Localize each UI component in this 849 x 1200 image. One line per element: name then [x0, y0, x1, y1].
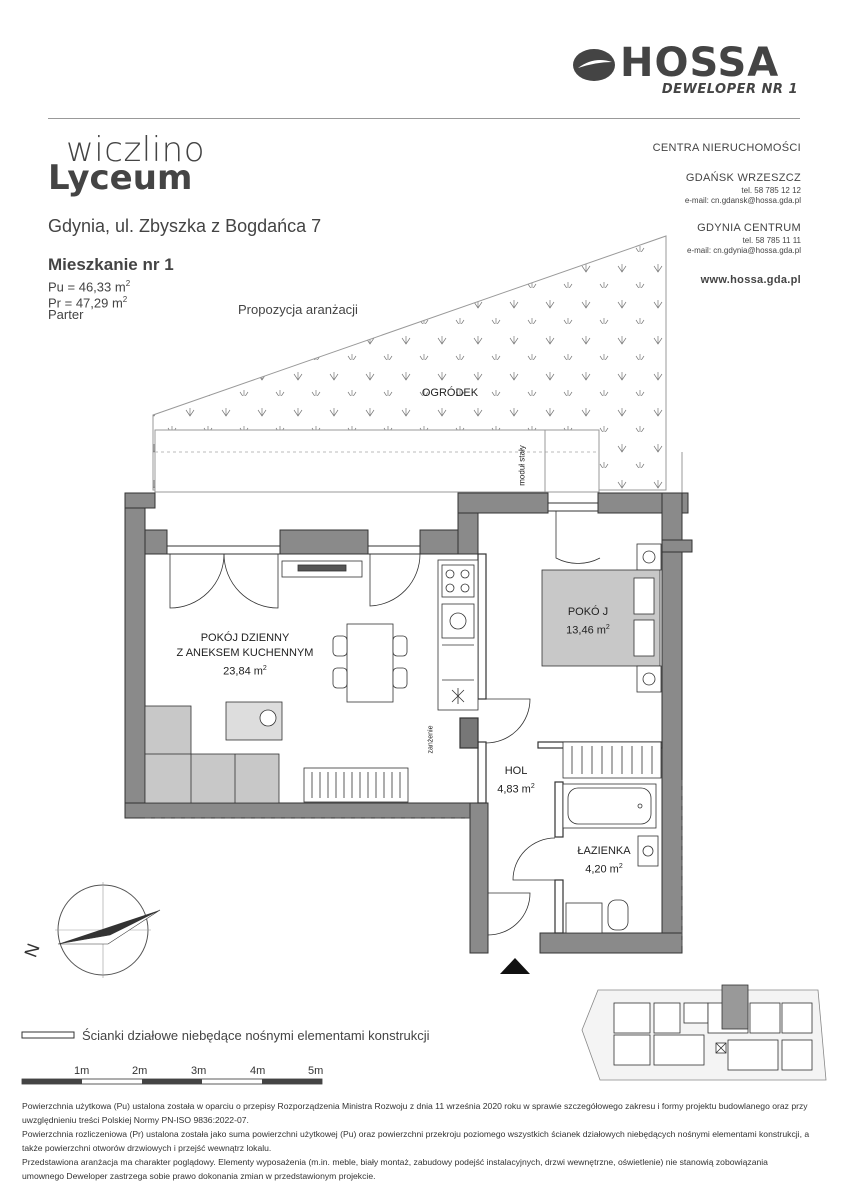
scale-4m: 4m	[250, 1065, 266, 1077]
sofa	[144, 701, 283, 804]
footer-note-1: Powierzchnia użytkowa (Pu) ustalona zost…	[22, 1101, 808, 1125]
kitchen-units	[281, 559, 479, 711]
bedroom-name: POKÓ J	[567, 606, 609, 618]
bathroom-name: ŁAZIENKA	[577, 845, 631, 857]
logo-wordmark: HOSSA	[620, 40, 780, 86]
apartment-pu: Pu = 46,33 m2	[48, 275, 130, 295]
pr-superscript: 2	[122, 295, 128, 304]
scale-5m: 5m	[308, 1065, 324, 1077]
website-link[interactable]: www.hossa.gda.pl	[700, 274, 801, 286]
bedroom-area-text: 13,46 m	[566, 624, 606, 637]
scale-1m: 1m	[74, 1065, 90, 1077]
office2-email[interactable]: e-mail: cn.gdynia@hossa.gda.pl	[687, 246, 801, 255]
office2-name: GDYNIA CENTRUM	[697, 222, 801, 234]
arrangement-proposal: Propozycja aranżacji	[238, 302, 358, 317]
bathroom-label: ŁAZIENKA 4,20 m2	[564, 844, 644, 878]
doors	[169, 511, 601, 936]
garden-label: OGRÓDEK	[421, 387, 479, 399]
office2-tel: tel. 58 785 11 11	[742, 236, 801, 245]
living-room-label: POKÓJ DZIENNY Z ANEKSEM KUCHENNYM 23,84 …	[150, 631, 340, 680]
bedroom-label: POKÓ J 13,46 m2	[548, 605, 628, 639]
office1-name: GDAŃSK WRZESZCZ	[685, 172, 801, 184]
office1-email[interactable]: e-mail: cn.gdansk@hossa.gda.pl	[684, 196, 801, 205]
living-room-area-text: 23,84 m	[223, 665, 263, 678]
hall-area-text: 4,83 m	[497, 783, 531, 796]
contact-header: CENTRA NIERUCHOMOŚCI	[652, 142, 801, 154]
brand-lyceum: Lyceum	[48, 158, 193, 198]
key-plan	[581, 984, 827, 1081]
hall-area: 4,83 m2	[486, 779, 546, 798]
bathroom-area: 4,20 m2	[564, 859, 644, 878]
living-room-name-1: POKÓJ DZIENNY	[200, 632, 290, 644]
living-room-area: 23,84 m2	[150, 661, 340, 680]
scale-3m: 3m	[191, 1065, 207, 1077]
logo-tagline: DEWELOPER NR 1	[661, 82, 798, 97]
scale-2m: 2m	[132, 1065, 148, 1077]
legend-swatch	[21, 1031, 75, 1039]
bathroom-area-text: 4,20 m	[585, 863, 619, 876]
hall-label: HOL 4,83 m2	[486, 764, 546, 798]
drainage-label: zanżenie	[427, 725, 435, 754]
entrance-arrow-icon	[500, 958, 530, 974]
apartment-pr-text: Pr = 47,29 m	[48, 295, 123, 311]
pu-superscript: 2	[125, 279, 131, 288]
living-room-name-2: Z ANEKSEM KUCHENNYM	[176, 647, 314, 659]
windows	[166, 502, 599, 555]
dining-table	[332, 623, 408, 703]
bedroom-area-sup: 2	[605, 624, 610, 631]
bedroom-area: 13,46 m2	[548, 620, 628, 639]
compass	[55, 882, 161, 978]
hossa-logo-mark-icon	[573, 49, 615, 81]
scale-bar	[21, 1078, 323, 1085]
module-label: moduł stały	[517, 445, 527, 486]
garden-area	[152, 235, 683, 540]
footer-notes: Powierzchnia użytkowa (Pu) ustalona zost…	[22, 1099, 812, 1183]
hall-name: HOL	[504, 765, 528, 777]
brand-wiczlino: wiczlino	[66, 130, 206, 170]
project-address: Gdynia, ul. Zbyszka z Bogdańca 7	[48, 216, 322, 236]
header-divider	[48, 118, 800, 119]
apartment-pr: Pr = 47,29 m2	[48, 291, 127, 311]
apartment-title: Mieszkanie nr 1	[48, 255, 174, 274]
exterior-walls	[124, 492, 693, 954]
legend-text: Ścianki działowe niebędące nośnymi eleme…	[82, 1028, 430, 1043]
footer-note-2: Powierzchnia rozliczeniowa (Pr) ustalona…	[22, 1129, 810, 1153]
site-boundary	[145, 780, 683, 950]
living-room-area-sup: 2	[262, 665, 267, 672]
footer-note-3: Przedstawiona aranżacja ma charakter pog…	[22, 1157, 768, 1181]
hossa-logo: HOSSA DEWELOPER NR 1	[570, 40, 802, 102]
bedroom-furniture	[541, 543, 662, 779]
hall-area-sup: 2	[530, 783, 535, 790]
apartment-pu-text: Pu = 46,33 m	[48, 279, 126, 295]
compass-needle-icon	[58, 910, 160, 944]
living-wardrobe	[303, 767, 409, 803]
bathroom-fixtures	[562, 783, 659, 934]
bathroom-area-sup: 2	[618, 863, 623, 870]
apartment-floor: Parter	[48, 307, 84, 322]
office1-tel: tel. 58 785 12 12	[741, 186, 801, 195]
